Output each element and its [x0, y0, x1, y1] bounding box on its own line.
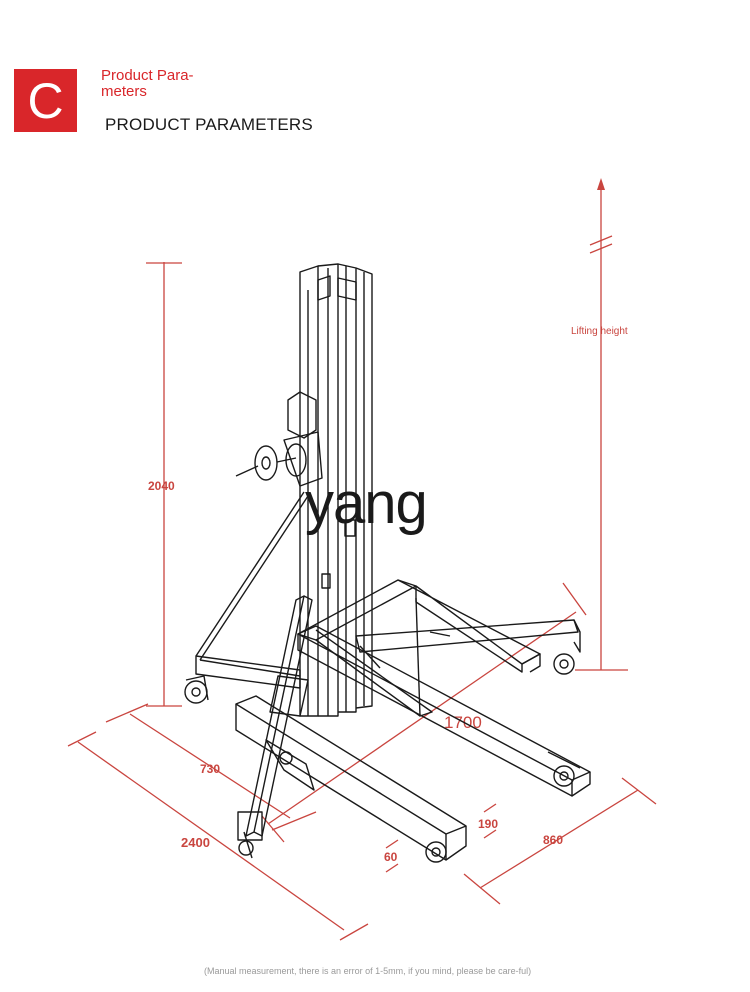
label-190: 190	[478, 817, 498, 831]
base-right	[297, 625, 591, 797]
label-lifting-height: Lifting height	[571, 326, 628, 337]
footnote: (Manual measurement, there is an error o…	[204, 966, 532, 976]
front-outrigger	[237, 595, 313, 859]
winch	[235, 391, 323, 487]
dimension-lines	[67, 185, 657, 941]
watermark: yang	[305, 471, 428, 536]
arrow-up-icon	[597, 178, 605, 190]
top-frame	[297, 579, 541, 717]
section-badge: C	[14, 69, 77, 132]
label-2400: 2400	[181, 835, 210, 850]
mast	[299, 263, 373, 717]
label-2040: 2040	[148, 479, 175, 493]
section-title: Product Para-meters	[101, 67, 194, 100]
label-60: 60	[384, 850, 398, 864]
left-leg	[184, 491, 309, 704]
dimension-labels: 2040 Lifting height 1700 730 2400 190 60…	[148, 326, 628, 864]
section-subtitle: PRODUCT PARAMETERS	[105, 115, 313, 134]
label-860: 860	[543, 833, 563, 847]
base-front	[235, 695, 467, 863]
right-back-leg	[355, 619, 581, 675]
lift-machine	[184, 263, 591, 863]
label-730: 730	[200, 762, 220, 776]
